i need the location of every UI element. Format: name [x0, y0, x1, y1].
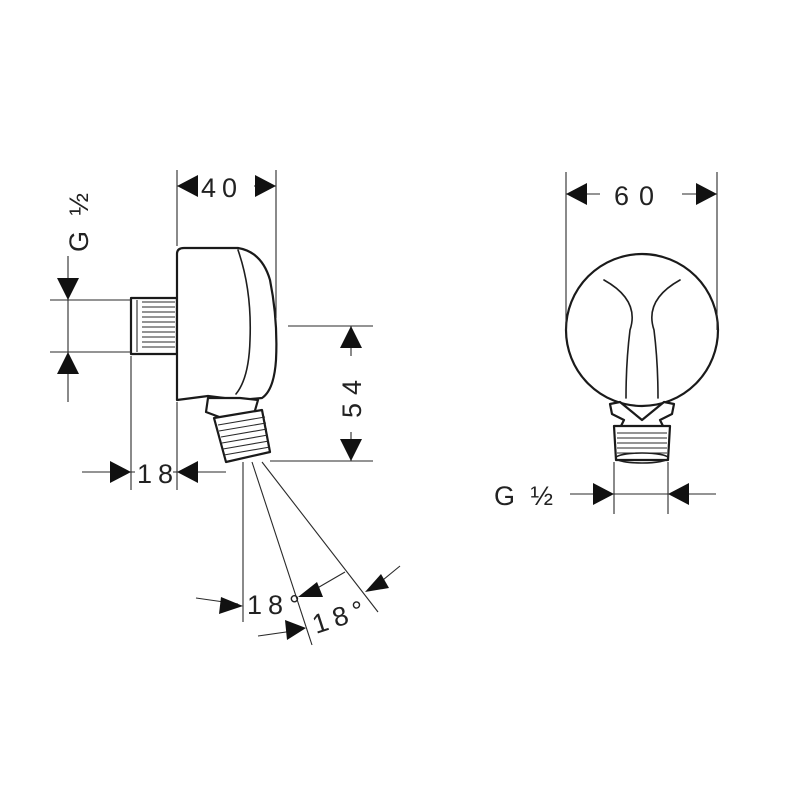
dimension-offset-18: 18: [82, 356, 226, 490]
arrow-head: [57, 352, 79, 374]
arrow-head: [365, 574, 389, 592]
arrow-head: [177, 461, 198, 483]
arrow-head: [340, 326, 362, 348]
dimension-height-54: 54: [270, 325, 373, 462]
arrow-head: [110, 461, 131, 483]
front-view: 60 G ½: [494, 172, 720, 514]
arrow-head: [285, 620, 306, 640]
arrow-head: [340, 439, 362, 461]
arrow-head: [177, 175, 198, 197]
front-inner-rib: [603, 279, 633, 399]
side-view: 40 54 18 G ½: [50, 170, 401, 646]
width-40-label: 40: [201, 173, 243, 203]
dimension-width-40: 40: [176, 170, 277, 318]
thread-label-front: G ½: [494, 481, 557, 511]
dimension-width-60: 60: [565, 172, 718, 330]
width-60-label: 60: [614, 181, 664, 211]
front-inner-rib: [651, 279, 681, 399]
height-54-label: 54: [337, 372, 367, 418]
arrow-head: [57, 278, 79, 300]
arrow-head: [219, 597, 243, 614]
arrow-head: [298, 582, 323, 597]
side-body-outline: [175, 246, 278, 402]
side-body-inner-curve: [235, 249, 252, 395]
dimension-thread-front: G ½: [494, 462, 716, 514]
dimension-thread-side: G ½: [50, 189, 131, 402]
arrow-head: [255, 175, 276, 197]
arrow-head: [696, 183, 717, 205]
angle-dimension-1: 18°: [195, 571, 346, 620]
arrow-head: [566, 183, 587, 205]
side-outlet-nut: [204, 396, 272, 464]
swivel-angle-lines: [242, 461, 379, 646]
front-swivel-fitting: [608, 400, 676, 464]
arrow-head: [668, 483, 689, 505]
side-thread-connector: [129, 296, 179, 356]
angle-18-label-1: 18°: [247, 590, 306, 620]
angle-18-label-2: 18°: [309, 593, 374, 640]
thread-label-side: G ½: [64, 189, 94, 252]
arrow-head: [593, 483, 614, 505]
offset-18-label: 18: [137, 459, 179, 489]
front-body-circle: [564, 252, 720, 408]
